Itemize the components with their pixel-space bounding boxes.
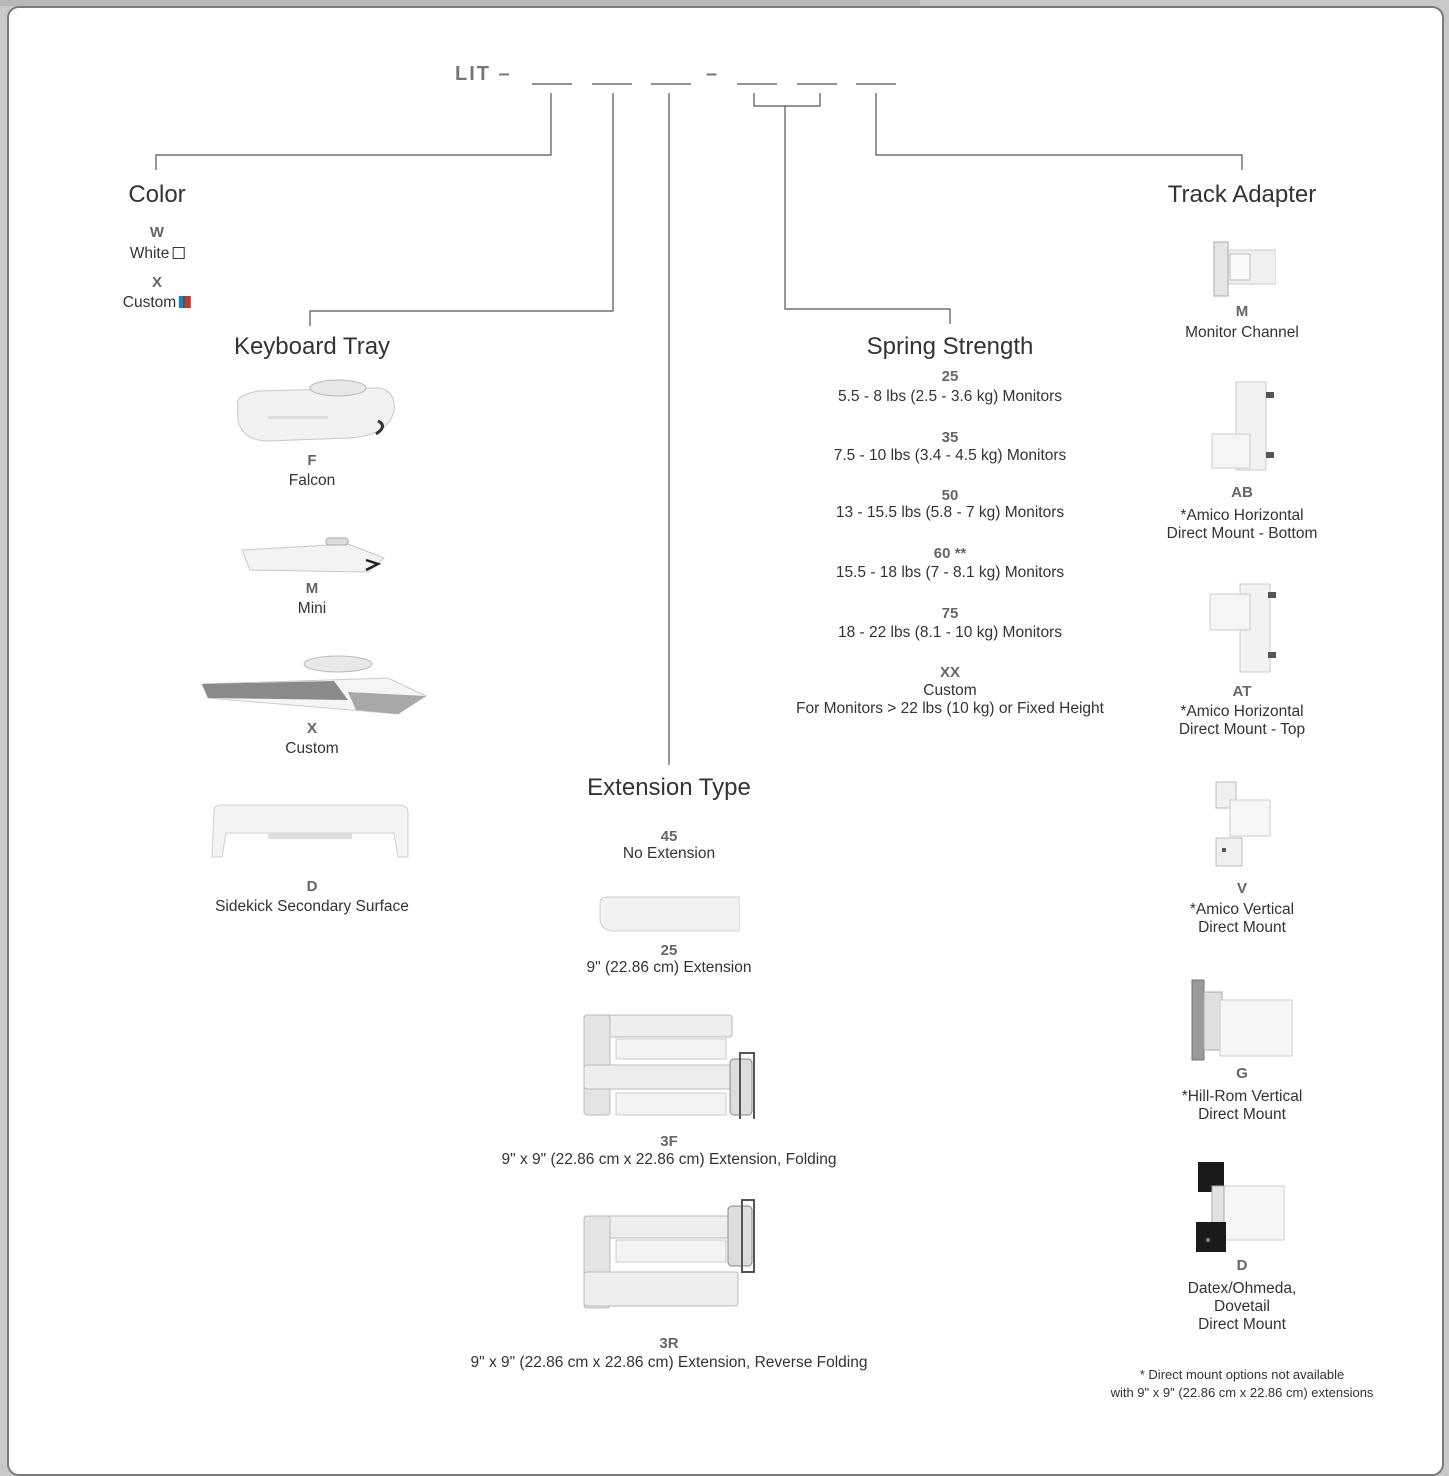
- extension-code-3r: 3R: [659, 1335, 679, 1352]
- keyboard-label-sidekick: Sidekick Secondary Surface: [215, 898, 409, 915]
- part-number-separator: –: [706, 63, 720, 85]
- spring-strength-title: Spring Strength: [866, 333, 1034, 360]
- keyboard-code-d: D: [306, 878, 318, 895]
- track-footnote-1: * Direct mount options not available: [1139, 1367, 1345, 1382]
- track-footnote-2: with 9" x 9" (22.86 cm x 22.86 cm) exten…: [1110, 1385, 1374, 1400]
- spring-label-25: 5.5 - 8 lbs (2.5 - 3.6 kg) Monitors: [838, 388, 1062, 405]
- extension-label-45: No Extension: [622, 845, 716, 862]
- color-label-white: White: [129, 245, 170, 262]
- track-label-m: Monitor Channel: [1185, 324, 1299, 341]
- extension-reverse-folding-icon: [583, 1199, 755, 1309]
- track-label-ab: *Amico Horizontal: [1180, 507, 1304, 524]
- track-code-d: D: [1236, 1257, 1248, 1274]
- top-band: [0, 0, 920, 6]
- keyboard-label-custom: Custom: [285, 740, 339, 757]
- track-label-at-2: Direct Mount - Top: [1178, 721, 1306, 738]
- hillrom-vertical-icon: [1191, 979, 1293, 1061]
- amico-top-icon: [1209, 583, 1276, 673]
- track-adapter-title: Track Adapter: [1167, 181, 1317, 208]
- track-label-at: *Amico Horizontal: [1180, 703, 1304, 720]
- extension-code-25: 25: [660, 942, 678, 959]
- extension-label-3f: 9" x 9" (22.86 cm x 22.86 cm) Extension,…: [501, 1151, 837, 1168]
- spring-code-75: 75: [941, 605, 959, 622]
- sidekick-surface-icon: [211, 804, 409, 858]
- connector-keyboard: [309, 93, 614, 326]
- keyboard-code-x: X: [306, 720, 318, 737]
- track-code-ab: AB: [1231, 484, 1253, 501]
- spring-label-60: 15.5 - 18 lbs (7 - 8.1 kg) Monitors: [835, 564, 1065, 581]
- monitor-channel-icon: [1213, 241, 1276, 297]
- keyboard-label-falcon: Falcon: [288, 472, 336, 489]
- white-swatch-icon: [172, 247, 185, 259]
- spring-code-xx: XX: [939, 664, 961, 681]
- extension-9in-icon: [599, 896, 740, 932]
- color-code-w: W: [149, 224, 165, 241]
- spring-code-35: 35: [941, 429, 959, 446]
- spring-code-60: 60 **: [933, 545, 967, 562]
- custom-tray-icon: [201, 655, 428, 715]
- keyboard-tray-title: Keyboard Tray: [233, 333, 391, 360]
- track-code-v: V: [1236, 880, 1248, 897]
- extension-type-title: Extension Type: [587, 774, 751, 801]
- track-label-d-3: Direct Mount: [1198, 1316, 1286, 1333]
- track-code-g: G: [1236, 1065, 1248, 1082]
- track-label-d-2: Dovetail: [1214, 1298, 1270, 1315]
- datex-dovetail-icon: [1196, 1162, 1285, 1252]
- spring-label-75: 18 - 22 lbs (8.1 - 10 kg) Monitors: [838, 624, 1062, 641]
- track-label-v: *Amico Vertical: [1189, 901, 1295, 918]
- color-option-white: White: [130, 245, 185, 263]
- spring-label-xx-detail: For Monitors > 22 lbs (10 kg) or Fixed H…: [796, 700, 1104, 717]
- keyboard-code-f: F: [307, 452, 317, 469]
- track-label-d: Datex/Ohmeda,: [1187, 1280, 1297, 1297]
- extension-code-3f: 3F: [660, 1133, 678, 1150]
- track-label-v-2: Direct Mount: [1198, 919, 1286, 936]
- track-label-g: *Hill-Rom Vertical: [1181, 1088, 1303, 1105]
- spring-code-25: 25: [941, 368, 959, 385]
- extension-code-45: 45: [660, 828, 678, 845]
- color-code-x: X: [151, 274, 163, 291]
- part-number-prefix: LIT –: [455, 63, 512, 85]
- extension-folding-icon: [583, 1014, 755, 1119]
- connector-spring: [784, 106, 951, 324]
- color-option-custom: Custom: [122, 294, 192, 312]
- extension-label-3r: 9" x 9" (22.86 cm x 22.86 cm) Extension,…: [470, 1354, 868, 1371]
- track-code-at: AT: [1232, 683, 1252, 700]
- connector-color: [155, 93, 552, 170]
- falcon-tray-icon: [236, 379, 395, 442]
- spring-label-xx: Custom: [923, 682, 977, 699]
- custom-swatch-icon: [179, 296, 192, 308]
- keyboard-label-mini: Mini: [297, 600, 327, 617]
- connector-spring-bracket: [753, 93, 821, 107]
- connector-track: [875, 93, 1243, 170]
- amico-vertical-icon: [1215, 781, 1271, 867]
- color-title: Color: [128, 181, 186, 208]
- track-code-m: M: [1235, 303, 1249, 320]
- spring-label-50: 13 - 15.5 lbs (5.8 - 7 kg) Monitors: [835, 504, 1065, 521]
- keyboard-code-m: M: [305, 580, 319, 597]
- color-label-custom: Custom: [122, 294, 177, 311]
- track-label-g-2: Direct Mount: [1198, 1106, 1286, 1123]
- mini-tray-icon: [241, 537, 385, 573]
- spring-label-35: 7.5 - 10 lbs (3.4 - 4.5 kg) Monitors: [833, 447, 1067, 464]
- track-label-ab-2: Direct Mount - Bottom: [1166, 525, 1318, 542]
- amico-bottom-icon: [1211, 381, 1274, 471]
- spring-code-50: 50: [941, 487, 959, 504]
- extension-label-25: 9" (22.86 cm) Extension: [586, 959, 752, 976]
